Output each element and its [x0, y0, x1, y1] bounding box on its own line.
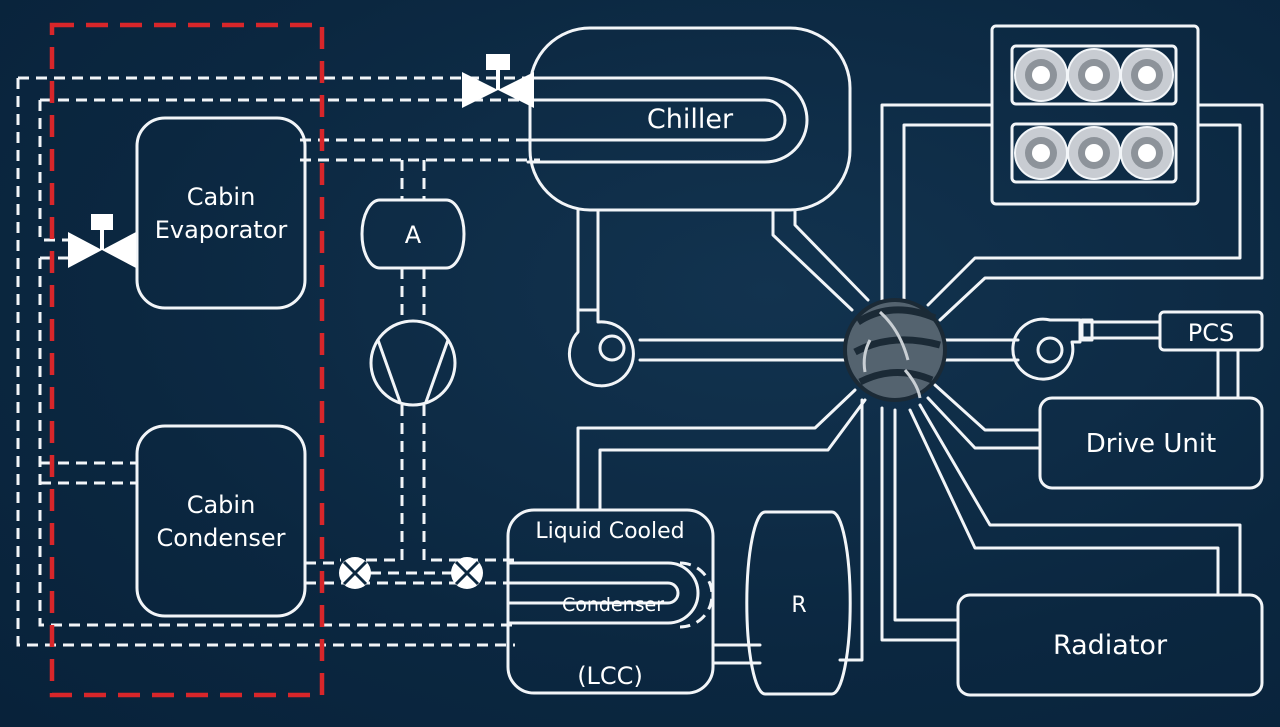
pcs-label: PCS — [1188, 319, 1234, 347]
expansion-valve-chiller-icon — [462, 54, 534, 108]
battery-pack — [990, 24, 1200, 206]
shutoff-valve-2-icon — [451, 557, 483, 589]
cabin-evaporator-label-1: Cabin — [187, 183, 256, 211]
drive-unit: Drive Unit — [1038, 396, 1264, 490]
drive-unit-label: Drive Unit — [1086, 429, 1217, 459]
cabin-evaporator: Cabin Evaporator — [135, 116, 307, 310]
highlight-box — [49, 22, 325, 698]
accumulator: A — [360, 198, 466, 270]
lcc-title: Liquid Cooled — [535, 519, 684, 544]
cabin-condenser-label-2: Condenser — [157, 524, 286, 552]
reservoir: R — [745, 510, 852, 696]
cabin-condenser: Cabin Condenser — [135, 424, 307, 618]
cabin-evaporator-label-2: Evaporator — [155, 216, 288, 244]
lcc-abbrev: (LCC) — [577, 662, 643, 690]
radiator-label: Radiator — [1053, 630, 1168, 661]
radiator: Radiator — [956, 593, 1264, 697]
refrigerant-lines — [16, 76, 540, 647]
pcs-pump-icon — [1011, 317, 1094, 381]
shutoff-valve-1-icon — [339, 557, 371, 589]
pcs: PCS — [1158, 310, 1264, 352]
expansion-valve-evaporator-icon — [68, 214, 136, 268]
chiller-pump-icon — [567, 308, 635, 388]
cabin-condenser-label-1: Cabin — [187, 491, 256, 519]
chiller: Chiller — [526, 26, 852, 212]
lcc-inner-label: Condenser — [562, 594, 664, 616]
octovalve-icon — [843, 298, 947, 402]
liquid-cooled-condenser: Liquid Cooled Condenser (LCC) — [506, 508, 715, 695]
reservoir-label: R — [791, 593, 806, 618]
compressor-icon — [369, 319, 457, 407]
accumulator-label: A — [405, 221, 422, 249]
chiller-label: Chiller — [647, 104, 734, 135]
